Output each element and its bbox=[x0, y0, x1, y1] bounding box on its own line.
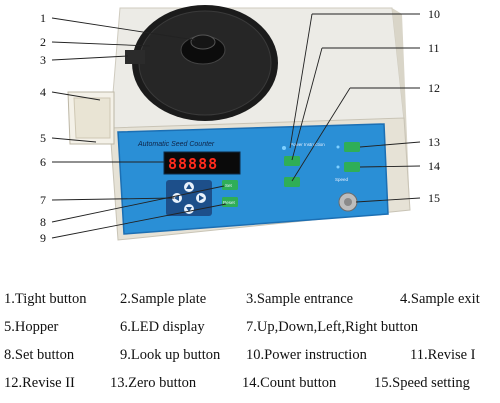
indicator-dot bbox=[336, 165, 340, 169]
led-display bbox=[163, 151, 241, 175]
callout-4: 4 bbox=[40, 85, 46, 99]
callout-6: 6 bbox=[40, 155, 46, 169]
device-illustration: Automatic Seed Counter 88888 Set Reset P… bbox=[40, 5, 440, 245]
down-arrow-icon bbox=[186, 207, 192, 212]
direction-pad bbox=[166, 180, 212, 216]
legend-item-direction-buttons: 7.Up,Down,Left,Right button bbox=[246, 319, 418, 335]
callout-2: 2 bbox=[40, 35, 46, 49]
legend: 1.Tight button 2.Sample plate 3.Sample e… bbox=[0, 288, 500, 398]
callout-9: 9 bbox=[40, 231, 46, 245]
callout-7: 7 bbox=[40, 193, 46, 207]
callout-1: 1 bbox=[40, 11, 46, 25]
power-indicator bbox=[282, 146, 286, 150]
hopper-inner bbox=[73, 97, 111, 139]
legend-item-speed-setting: 15.Speed setting bbox=[374, 375, 470, 391]
callout-13: 13 bbox=[428, 135, 440, 149]
set-button bbox=[222, 180, 238, 190]
callout-3: 3 bbox=[40, 53, 46, 67]
left-arrow-icon bbox=[174, 195, 179, 201]
legend-item-zero-button: 13.Zero button bbox=[110, 375, 197, 391]
callout-14: 14 bbox=[428, 159, 440, 173]
legend-item-revise-i: 11.Revise I bbox=[410, 347, 476, 363]
set-label: Set bbox=[225, 183, 233, 188]
legend-row: 1.Tight button 2.Sample plate 3.Sample e… bbox=[0, 288, 500, 310]
reset-label: Reset bbox=[223, 200, 236, 205]
legend-item-set-button: 8.Set button bbox=[4, 347, 75, 363]
legend-row: 12.Revise II 13.Zero button 14.Count but… bbox=[0, 372, 500, 394]
callout-12: 12 bbox=[428, 81, 440, 95]
callout-10: 10 bbox=[428, 7, 440, 21]
panel-title: Automatic Seed Counter bbox=[137, 141, 215, 148]
device-diagram: Automatic Seed Counter 88888 Set Reset P… bbox=[40, 5, 440, 245]
legend-item-sample-entrance: 3.Sample entrance bbox=[246, 291, 354, 307]
legend-item-count-button: 14.Count button bbox=[242, 375, 337, 391]
right-arrow-icon bbox=[199, 195, 204, 201]
leader-lines bbox=[51, 13, 421, 239]
tight-button-cap bbox=[190, 34, 216, 50]
callout-5: 5 bbox=[40, 131, 46, 145]
revise-ii-button bbox=[284, 177, 300, 187]
callout-15: 15 bbox=[428, 191, 440, 205]
callout-11: 11 bbox=[428, 41, 440, 55]
power-label: Power Instruction bbox=[290, 142, 325, 147]
count-button bbox=[344, 162, 360, 172]
legend-item-power-instruction: 10.Power instruction bbox=[246, 347, 367, 363]
zero-button bbox=[344, 142, 360, 152]
sample-entrance bbox=[125, 50, 145, 64]
legend-item-hopper: 5.Hopper bbox=[4, 319, 59, 335]
speed-label: Speed bbox=[335, 177, 349, 182]
revise-i-button bbox=[284, 156, 300, 166]
legend-row: 8.Set button 9.Look up button 10.Power i… bbox=[0, 344, 500, 366]
speed-knob-cap bbox=[344, 198, 352, 206]
legend-item-tight-button: 1.Tight button bbox=[4, 291, 87, 307]
look-up-button bbox=[222, 197, 238, 207]
callout-8: 8 bbox=[40, 215, 46, 229]
legend-item-revise-ii: 12.Revise II bbox=[4, 375, 75, 391]
legend-item-sample-exit: 4.Sample exit bbox=[400, 291, 480, 307]
legend-item-look-up-button: 9.Look up button bbox=[120, 347, 221, 363]
legend-item-led-display: 6.LED display bbox=[120, 319, 205, 335]
up-arrow-icon bbox=[186, 184, 192, 189]
indicator-dot bbox=[336, 145, 340, 149]
legend-item-sample-plate: 2.Sample plate bbox=[120, 291, 207, 307]
led-digits: 88888 bbox=[168, 155, 218, 173]
legend-row: 5.Hopper 6.LED display 7.Up,Down,Left,Ri… bbox=[0, 316, 500, 338]
